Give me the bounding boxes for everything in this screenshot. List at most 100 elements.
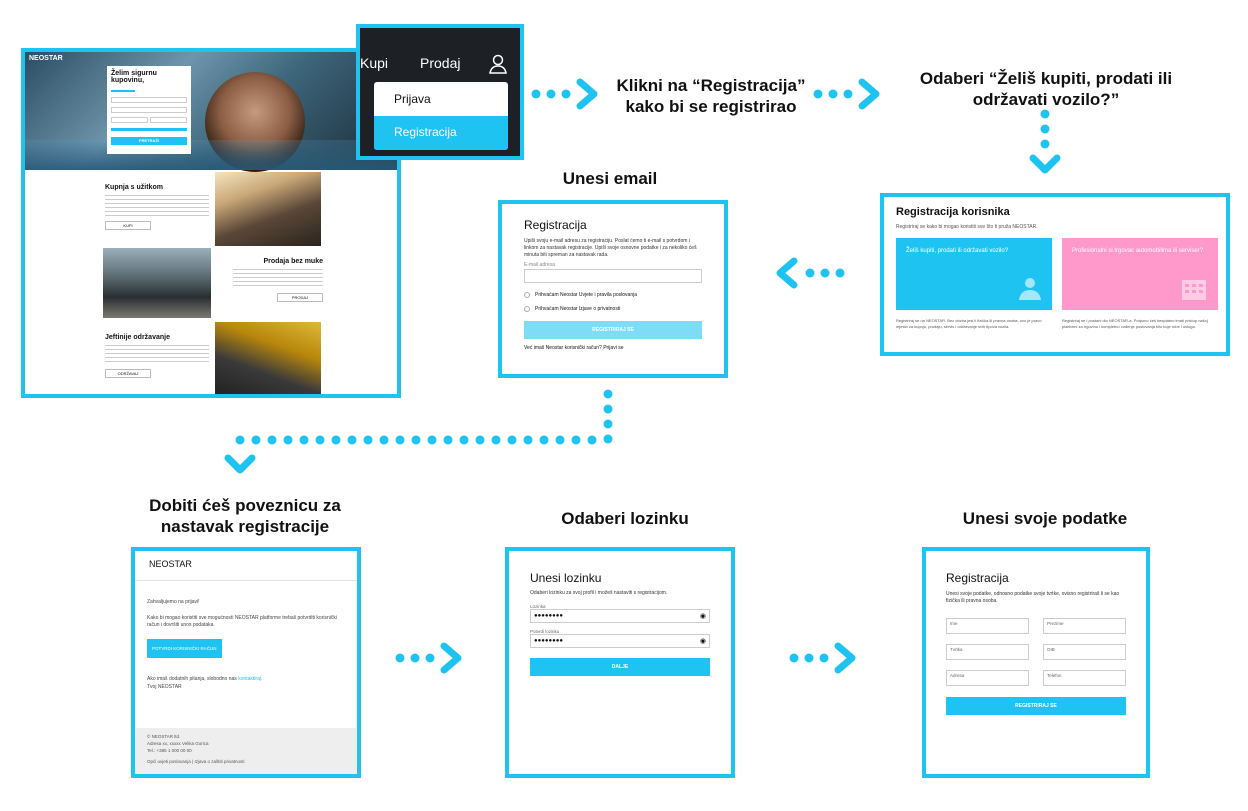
person-icon — [1019, 278, 1041, 300]
user-registration-screenshot: Registracija korisnika Registriraj se ka… — [880, 193, 1230, 356]
connector-email-to-link — [224, 389, 613, 474]
oib-label: OIB — [1047, 647, 1055, 652]
photo-car-hood — [215, 172, 321, 246]
company-field[interactable]: Tvrtka — [946, 644, 1029, 660]
step-choose-password: Odaberi lozinku — [561, 509, 689, 528]
arrow-down-1 — [1029, 109, 1061, 174]
password-form-screenshot: Unesi lozinku Odaberi lozinku za svoj pr… — [505, 547, 735, 778]
body-text: Kako bi mogao koristiti sve mogućnosti N… — [147, 615, 337, 628]
hero-search-button[interactable]: PRETRAŽI — [111, 137, 187, 145]
form-title: Registracija — [946, 571, 1009, 585]
eye-icon[interactable]: ◉ — [699, 638, 706, 645]
form-title: Unesi lozinku — [530, 571, 602, 585]
menu-item-register[interactable]: Registracija — [374, 116, 508, 150]
question-text: Ako imaš dodatnih pitanja, slobodno nas — [147, 676, 237, 682]
arrow-right-2 — [813, 78, 880, 110]
step-enter-email: Unesi email — [562, 169, 658, 188]
confirm-password-value: ●●●●●●●● — [534, 638, 563, 644]
page-title: Registracija korisnika — [896, 206, 1010, 218]
step-get-link: Dobiti ćeš poveznicu za nastavak registr… — [149, 496, 341, 536]
user-icon[interactable] — [488, 54, 508, 79]
email-field-label: E-mail adresa — [524, 262, 555, 268]
details-form-screenshot: Registracija Unesi svoje podatke, odnosn… — [922, 547, 1150, 778]
arrow-right-4 — [789, 642, 856, 674]
terms-label: Prihvaćam Neostar Uvjete i pravila poslo… — [535, 292, 637, 298]
password-label: Lozinka — [530, 604, 546, 609]
homepage-screenshot: NEOSTAR Želim sigurnu kupovinu, PRETRAŽI… — [21, 48, 401, 398]
email-footer: © NEOSTAR ltd. Adresa xx, xxxxx Velika G… — [135, 728, 357, 774]
dropdown-menu: Prijava Registracija — [374, 82, 508, 150]
buy-button[interactable]: KUPI — [105, 221, 151, 230]
step-choose-option: Odaberi “Želiš kupiti, prodati ili održa… — [919, 69, 1173, 109]
confirmation-email-screenshot: NEOSTAR Zahvaljujemo na prijavi! Kako bi… — [131, 547, 361, 778]
card-label: Želiš kupiti, prodati ili održavati vozi… — [906, 248, 1009, 254]
signature: Tvoj NEOSTAR — [147, 684, 182, 690]
option-card-private[interactable]: Želiš kupiti, prodati ili održavati vozi… — [896, 238, 1052, 310]
photo-mechanic — [215, 322, 321, 394]
first-name-label: Ime — [950, 621, 958, 626]
section-title: Kupnja s užitkom — [105, 184, 163, 191]
footer-links[interactable]: Opći uvjeti poslovanja | Izjava o zaštit… — [147, 759, 245, 764]
last-name-label: Prezime — [1047, 621, 1064, 626]
menu-screenshot: Kupi Prodaj Prijava Registracija — [356, 24, 524, 160]
privacy-label: Prihvaćam Neostar Izjave o privatnosti — [535, 306, 621, 312]
next-button[interactable]: DALJE — [530, 658, 710, 676]
oib-field[interactable]: OIB — [1043, 644, 1126, 660]
privacy-checkbox[interactable] — [524, 306, 530, 312]
section-title: Prodaja bez muke — [263, 258, 323, 265]
address-field[interactable]: Adresa — [946, 670, 1029, 686]
private-description: Registriraj se na NEOSTAR. Bez obzira je… — [896, 318, 1042, 329]
login-hint-link[interactable]: Već imaš Neostar korisnički račun? Prija… — [524, 345, 624, 351]
register-button[interactable]: REGISTRIRAJ SE — [524, 321, 702, 339]
confirm-password-label: Potvrdi lozinku — [530, 629, 560, 634]
section-sell: Prodaja bez muke PRODAJ — [233, 258, 323, 302]
form-description: Odaberi lozinku za svoj profil i možeš n… — [530, 590, 668, 596]
password-field[interactable]: ●●●●●●●● ◉ — [530, 609, 710, 623]
section-maintain: Jeftinije održavanje ODRŽAVAJ — [105, 334, 209, 378]
section-title: Jeftinije održavanje — [105, 334, 170, 341]
phone-field[interactable]: Telefon — [1043, 670, 1126, 686]
footer-company: © NEOSTAR ltd. — [147, 734, 181, 739]
terms-checkbox[interactable] — [524, 292, 530, 298]
form-description: Unesi svoje podatke, odnosno podatke svo… — [946, 591, 1120, 604]
email-form-screenshot: Registracija Upiši svoju e-mail adresu z… — [498, 200, 728, 378]
arrow-right-3 — [395, 642, 462, 674]
first-name-field[interactable]: Ime — [946, 618, 1029, 634]
photo-man-car — [103, 248, 211, 318]
confirm-account-button[interactable]: POTVRDI KORISNIČKI RAČUN — [147, 639, 222, 658]
company-label: Tvrtka — [950, 647, 963, 652]
sell-link[interactable]: Prodaj — [420, 55, 461, 71]
arrow-right-1 — [531, 78, 598, 110]
form-description: Upiši svoju e-mail adresu za registracij… — [524, 238, 697, 258]
page-subtitle: Registriraj se kako bi mogao koristiti s… — [896, 224, 1038, 230]
buy-link[interactable]: Kupi — [360, 55, 389, 71]
hero-image — [25, 52, 397, 172]
business-description: Registriraj se i postani dio NEOSTAR-a. … — [1062, 318, 1208, 329]
password-value: ●●●●●●●● — [534, 613, 563, 619]
greeting: Zahvaljujemo na prijavi! — [147, 599, 200, 605]
footer-address: Adresa xx, xxxxx Velika Gorica — [147, 741, 209, 746]
confirm-password-field[interactable]: ●●●●●●●● ◉ — [530, 634, 710, 648]
email-field[interactable] — [524, 269, 702, 283]
step-enter-details: Unesi svoje podatke — [962, 509, 1128, 528]
contact-link[interactable]: kontaktiraj. — [238, 676, 263, 682]
step-click-register: Klikni na “Registracija” kako bi se regi… — [616, 76, 806, 116]
form-title: Registracija — [524, 218, 587, 232]
section-buy: Kupnja s užitkom KUPI — [105, 184, 209, 230]
arrow-left-1 — [776, 257, 845, 289]
phone-label: Telefon — [1047, 673, 1062, 678]
eye-icon[interactable]: ◉ — [699, 613, 706, 620]
card-label: Profesionalni si trgovac automobilima il… — [1072, 248, 1204, 254]
email-brand: NEOSTAR — [135, 551, 357, 581]
brand-logo[interactable]: NEOSTAR — [29, 55, 63, 62]
menu-item-login[interactable]: Prijava — [394, 92, 431, 106]
register-button[interactable]: REGISTRIRAJ SE — [946, 697, 1126, 715]
hero-search-box: Želim sigurnu kupovinu, PRETRAŽI — [107, 66, 191, 154]
option-card-business[interactable]: Profesionalni si trgovac automobilima il… — [1062, 238, 1218, 310]
building-icon — [1182, 280, 1206, 300]
footer-phone: Tel.: +385 1 000 00 00 — [147, 748, 192, 753]
hero-title: Želim sigurnu kupovinu, — [111, 70, 157, 84]
last-name-field[interactable]: Prezime — [1043, 618, 1126, 634]
sell-button[interactable]: PRODAJ — [277, 293, 323, 302]
maintain-button[interactable]: ODRŽAVAJ — [105, 369, 151, 378]
